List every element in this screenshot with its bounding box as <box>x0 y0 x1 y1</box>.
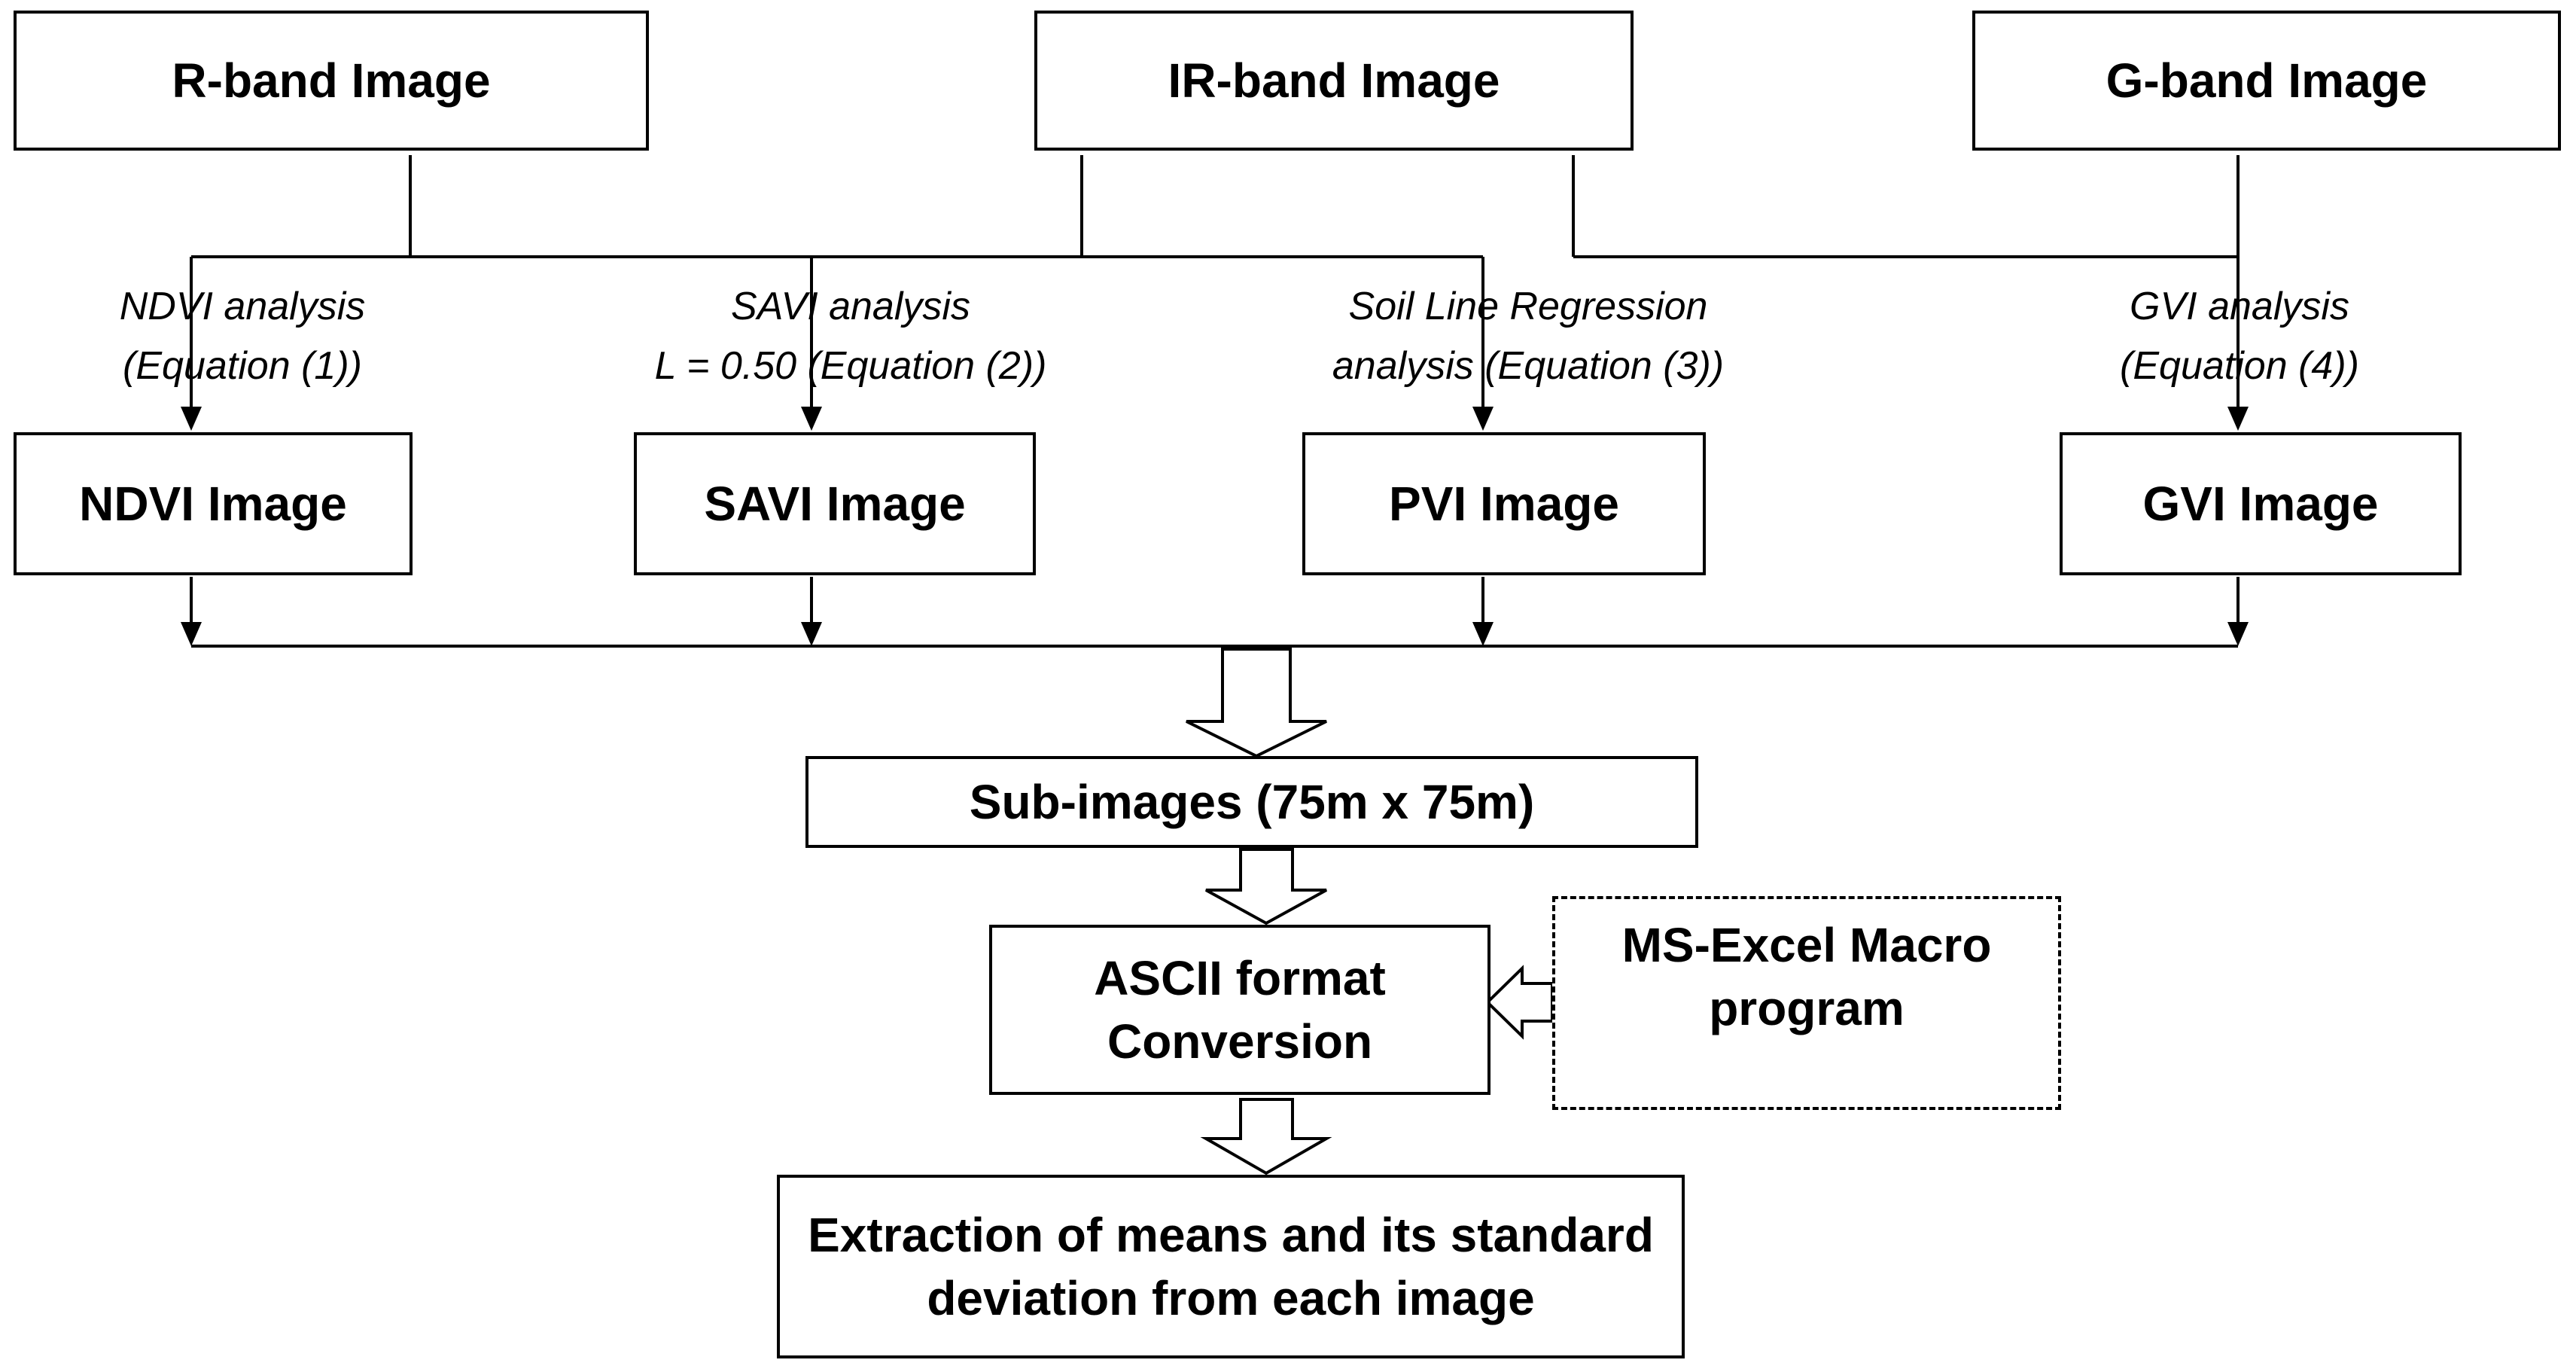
sub-images-box: Sub-images (75m x 75m) <box>805 756 1698 848</box>
block-arrow-to-extraction <box>1200 1098 1332 1175</box>
ascii-conversion-box: ASCII format Conversion <box>989 925 1490 1095</box>
ascii-conversion-line2: Conversion <box>1107 1014 1373 1069</box>
pvi-analysis-line2: analysis (Equation (3)) <box>1332 344 1725 389</box>
pvi-arrowhead <box>1472 407 1494 431</box>
ndvi-analysis-line1: NDVI analysis <box>119 285 366 328</box>
ascii-conversion-line1: ASCII format <box>1094 950 1386 1005</box>
savi-arrowhead <box>801 407 822 431</box>
ndvi-analysis-label: NDVI analysis (Equation (1)) <box>39 277 446 396</box>
savi-image-label: SAVI Image <box>704 476 966 531</box>
savi-out-arrowhead <box>801 622 822 646</box>
gvi-analysis-line2: (Equation (4)) <box>2120 344 2359 389</box>
gvi-image-label: GVI Image <box>2142 476 2379 531</box>
g-band-image-label: G-band Image <box>2106 53 2428 108</box>
ndvi-out-arrowhead <box>181 622 202 646</box>
extraction-line1: Extraction of means and its standard <box>808 1207 1654 1262</box>
block-arrow-to-ascii <box>1205 848 1327 925</box>
block-arrow-to-subimages <box>1186 648 1327 758</box>
savi-analysis-line1: SAVI analysis <box>731 285 970 328</box>
gvi-image-box: GVI Image <box>2060 432 2462 575</box>
g-band-image-box: G-band Image <box>1972 11 2561 151</box>
ndvi-image-box: NDVI Image <box>14 432 413 575</box>
block-arrow-from-excel <box>1485 965 1554 1040</box>
ms-excel-macro-box: MS-Excel Macro program <box>1552 896 2061 1110</box>
pvi-image-box: PVI Image <box>1302 432 1706 575</box>
gvi-analysis-label: GVI analysis (Equation (4)) <box>2063 277 2416 396</box>
savi-analysis-label: SAVI analysis L = 0.50 (Equation (2)) <box>580 277 1122 396</box>
pvi-out-arrowhead <box>1472 622 1494 646</box>
gvi-out-arrowhead <box>2227 622 2249 646</box>
pvi-analysis-label: Soil Line Regression analysis (Equation … <box>1265 277 1792 396</box>
ms-excel-macro-line1: MS-Excel Macro <box>1621 917 1992 972</box>
extraction-line2: deviation from each image <box>927 1271 1535 1325</box>
sub-images-label: Sub-images (75m x 75m) <box>969 774 1535 829</box>
ndvi-arrowhead <box>181 407 202 431</box>
r-band-image-label: R-band Image <box>172 53 491 108</box>
r-band-image-box: R-band Image <box>14 11 649 151</box>
pvi-analysis-line1: Soil Line Regression <box>1348 285 1708 328</box>
ms-excel-macro-line2: program <box>1709 981 1905 1035</box>
ir-band-image-box: IR-band Image <box>1034 11 1634 151</box>
extraction-box: Extraction of means and its standard dev… <box>777 1175 1685 1358</box>
ir-band-image-label: IR-band Image <box>1168 53 1500 108</box>
ndvi-analysis-line2: (Equation (1)) <box>123 344 362 389</box>
savi-image-box: SAVI Image <box>634 432 1036 575</box>
ndvi-image-label: NDVI Image <box>79 476 347 531</box>
savi-analysis-line2: L = 0.50 (Equation (2)) <box>654 344 1047 389</box>
gvi-analysis-line1: GVI analysis <box>2130 285 2349 328</box>
gvi-arrowhead <box>2227 407 2249 431</box>
pvi-image-label: PVI Image <box>1389 476 1619 531</box>
